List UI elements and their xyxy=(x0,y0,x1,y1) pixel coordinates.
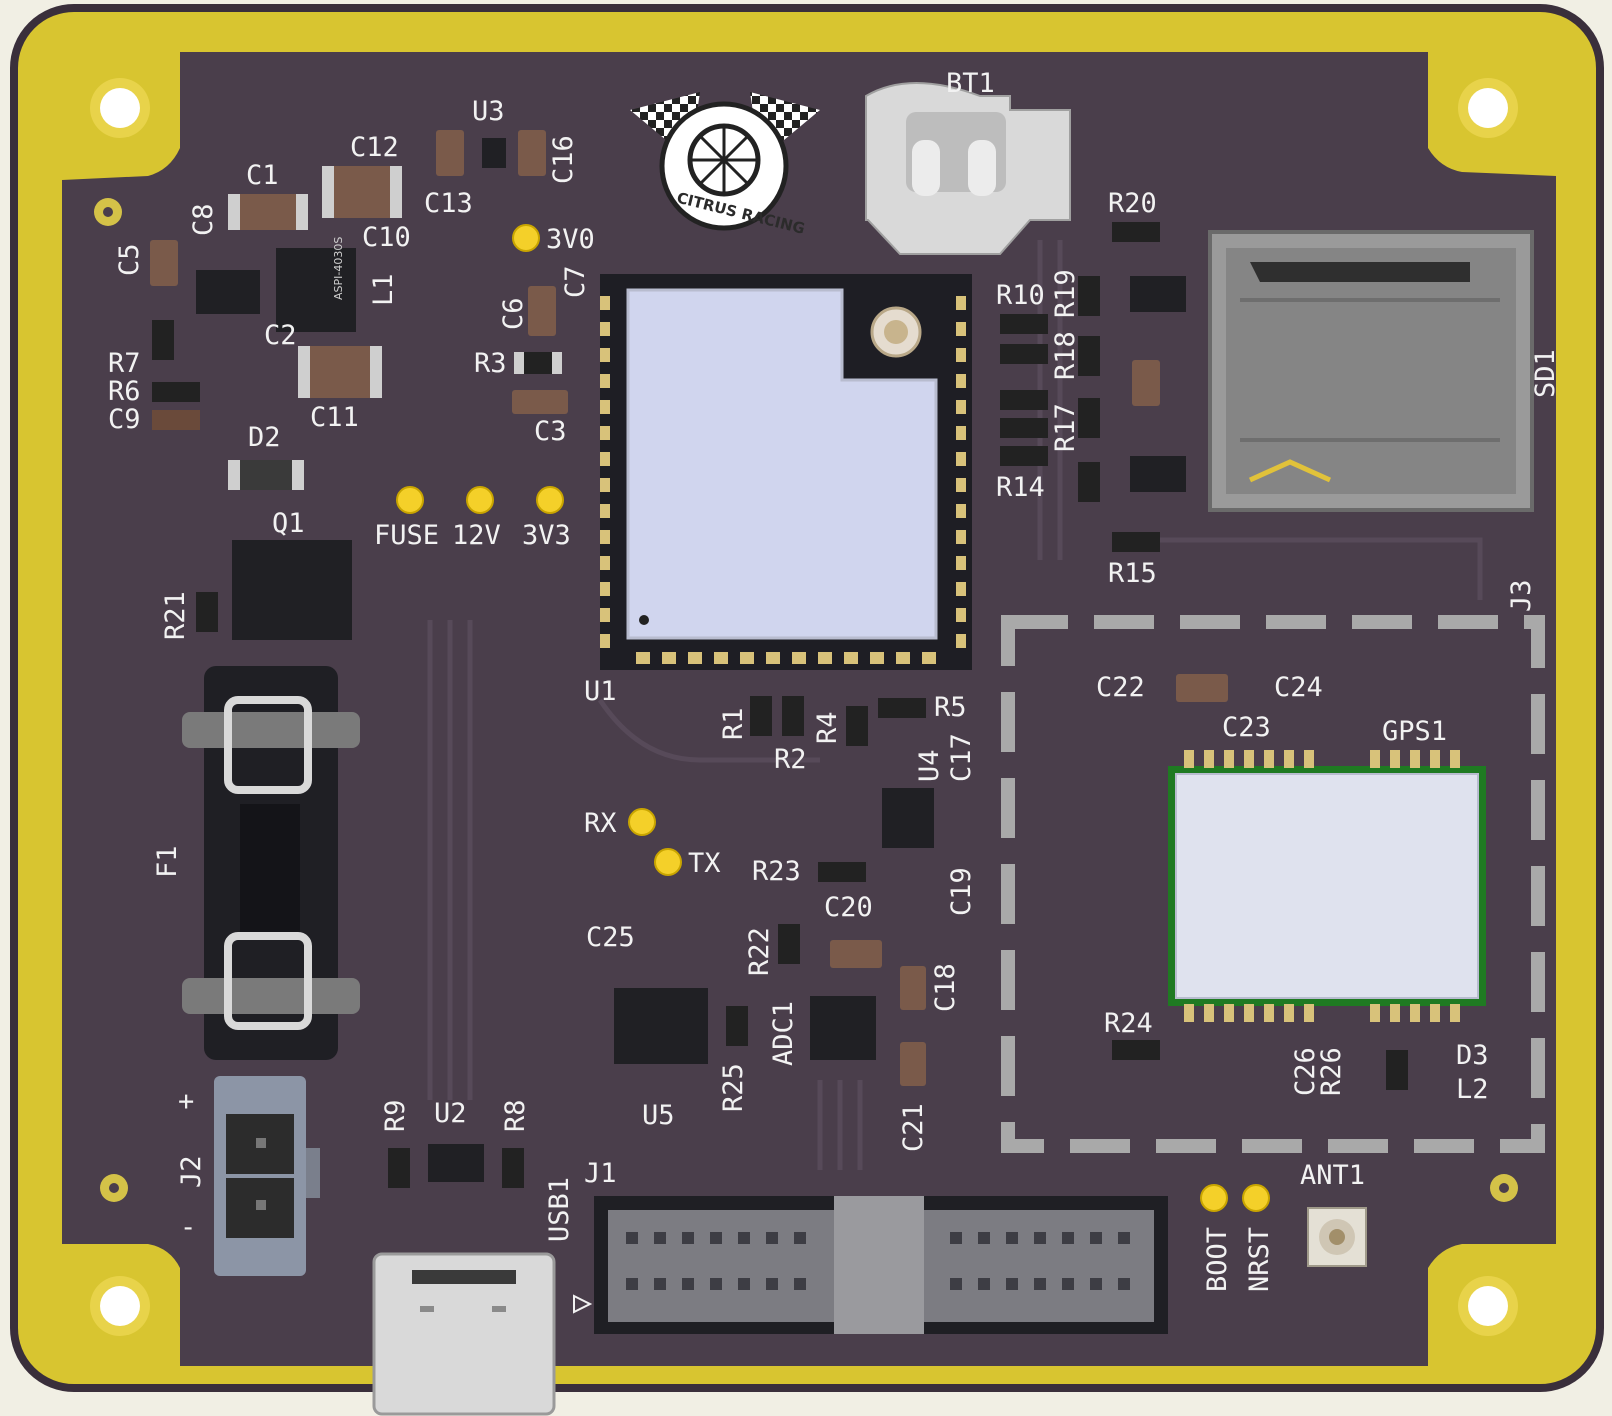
label-3v0: 3V0 xyxy=(546,224,595,255)
label-c19: C19 xyxy=(946,867,977,916)
label-f1: F1 xyxy=(152,845,183,878)
label-rx: RX xyxy=(584,808,617,839)
label-3v3: 3V3 xyxy=(522,520,571,551)
label-boot: BOOT xyxy=(1202,1227,1233,1292)
j2-power-connector xyxy=(214,1076,320,1276)
label-12v: 12V xyxy=(452,520,501,551)
label-c11: C11 xyxy=(310,402,359,433)
label-j3: J3 xyxy=(1506,579,1537,612)
label-r14: R14 xyxy=(996,472,1045,503)
label-r2: R2 xyxy=(774,744,807,775)
label-c18: C18 xyxy=(930,963,961,1012)
mounting-holes xyxy=(90,78,1518,1336)
label-c9: C9 xyxy=(108,404,141,435)
sd-card-socket xyxy=(1208,230,1534,512)
label-c24: C24 xyxy=(1274,672,1323,703)
l1-marking: ASPI-4030S xyxy=(332,237,345,300)
label-c17: C17 xyxy=(946,733,977,782)
integrated-circuits xyxy=(196,138,1186,1182)
board-solder-mask xyxy=(62,52,1556,1366)
j3-shield-outline xyxy=(1001,615,1545,1153)
label-c22: C22 xyxy=(1096,672,1145,703)
label-r3: R3 xyxy=(474,348,507,379)
label-r5: R5 xyxy=(934,692,967,723)
copper-traces xyxy=(427,240,1483,1170)
f1-fuse-holder xyxy=(182,666,360,1060)
label-plus: + xyxy=(178,1086,194,1117)
label-c7: C7 xyxy=(560,265,591,298)
label-r23: R23 xyxy=(752,856,801,887)
label-c25: C25 xyxy=(586,922,635,953)
label-gps1: GPS1 xyxy=(1382,716,1447,747)
label-r7: R7 xyxy=(108,348,141,379)
label-r1: R1 xyxy=(718,707,749,740)
label-tx: TX xyxy=(688,848,721,879)
label-usb1: USB1 xyxy=(544,1177,575,1242)
label-c10: C10 xyxy=(362,222,411,253)
label-adc1: ADC1 xyxy=(768,1001,799,1066)
label-c3: C3 xyxy=(534,416,567,447)
ant1-connector xyxy=(1307,1207,1367,1267)
label-c26: C26 xyxy=(1290,1047,1321,1096)
label-minus: - xyxy=(180,1212,196,1243)
label-r20: R20 xyxy=(1108,188,1157,219)
label-c5: C5 xyxy=(114,243,145,276)
label-q1: Q1 xyxy=(272,508,305,539)
label-r25: R25 xyxy=(718,1063,749,1112)
large-inductors-capacitors xyxy=(150,130,1228,1086)
label-c8: C8 xyxy=(188,203,219,236)
small-passives xyxy=(152,222,1408,1188)
label-nrst: NRST xyxy=(1244,1227,1275,1292)
silkscreen-labels: BT1 U3 C12 C1 C16 C13 C8 C10 3V0 C5 C7 L… xyxy=(108,68,1561,1292)
label-r8: R8 xyxy=(500,1099,531,1132)
label-u3: U3 xyxy=(472,96,505,127)
label-r9: R9 xyxy=(380,1099,411,1132)
label-u2: U2 xyxy=(434,1098,467,1129)
label-d3: D3 xyxy=(1456,1040,1489,1071)
label-r24: R24 xyxy=(1104,1008,1153,1039)
bt1-battery-holder xyxy=(865,82,1071,255)
label-r15: R15 xyxy=(1108,558,1157,589)
j1-pin-header xyxy=(573,1196,1168,1334)
label-l1: L1 xyxy=(368,273,399,306)
label-d2: D2 xyxy=(248,422,281,453)
label-bt1: BT1 xyxy=(946,68,995,99)
gps1-module xyxy=(1168,750,1486,1022)
label-c23: C23 xyxy=(1222,712,1271,743)
label-r22: R22 xyxy=(744,927,775,976)
label-sd1: SD1 xyxy=(1530,349,1561,398)
label-c20: C20 xyxy=(824,892,873,923)
label-c2: C2 xyxy=(264,320,297,351)
label-ant1: ANT1 xyxy=(1300,1160,1365,1191)
citrus-racing-logo: CITRUS RACING xyxy=(630,92,820,238)
test-points xyxy=(396,224,1270,1212)
label-r6: R6 xyxy=(108,376,141,407)
label-u5: U5 xyxy=(642,1100,675,1131)
label-l2: L2 xyxy=(1456,1074,1489,1105)
label-u4: U4 xyxy=(914,749,945,782)
label-c13: C13 xyxy=(424,188,473,219)
label-r17: R17 xyxy=(1050,403,1081,452)
u1-wifi-module xyxy=(600,274,972,670)
usb1-connector xyxy=(372,1252,556,1416)
label-r18: R18 xyxy=(1050,331,1081,380)
label-c16: C16 xyxy=(548,135,579,184)
label-r4: R4 xyxy=(812,711,843,744)
label-c6: C6 xyxy=(498,297,529,330)
label-r19: R19 xyxy=(1050,269,1081,318)
label-c12: C12 xyxy=(350,132,399,163)
label-u1: U1 xyxy=(584,676,617,707)
label-j2: J2 xyxy=(176,1155,207,1188)
label-r21: R21 xyxy=(160,591,191,640)
label-c21: C21 xyxy=(898,1103,929,1152)
label-c1: C1 xyxy=(246,160,279,191)
label-r10: R10 xyxy=(996,280,1045,311)
label-r26: R26 xyxy=(1316,1047,1347,1096)
label-fuse: FUSE xyxy=(374,520,439,551)
label-j1: J1 xyxy=(584,1158,617,1189)
